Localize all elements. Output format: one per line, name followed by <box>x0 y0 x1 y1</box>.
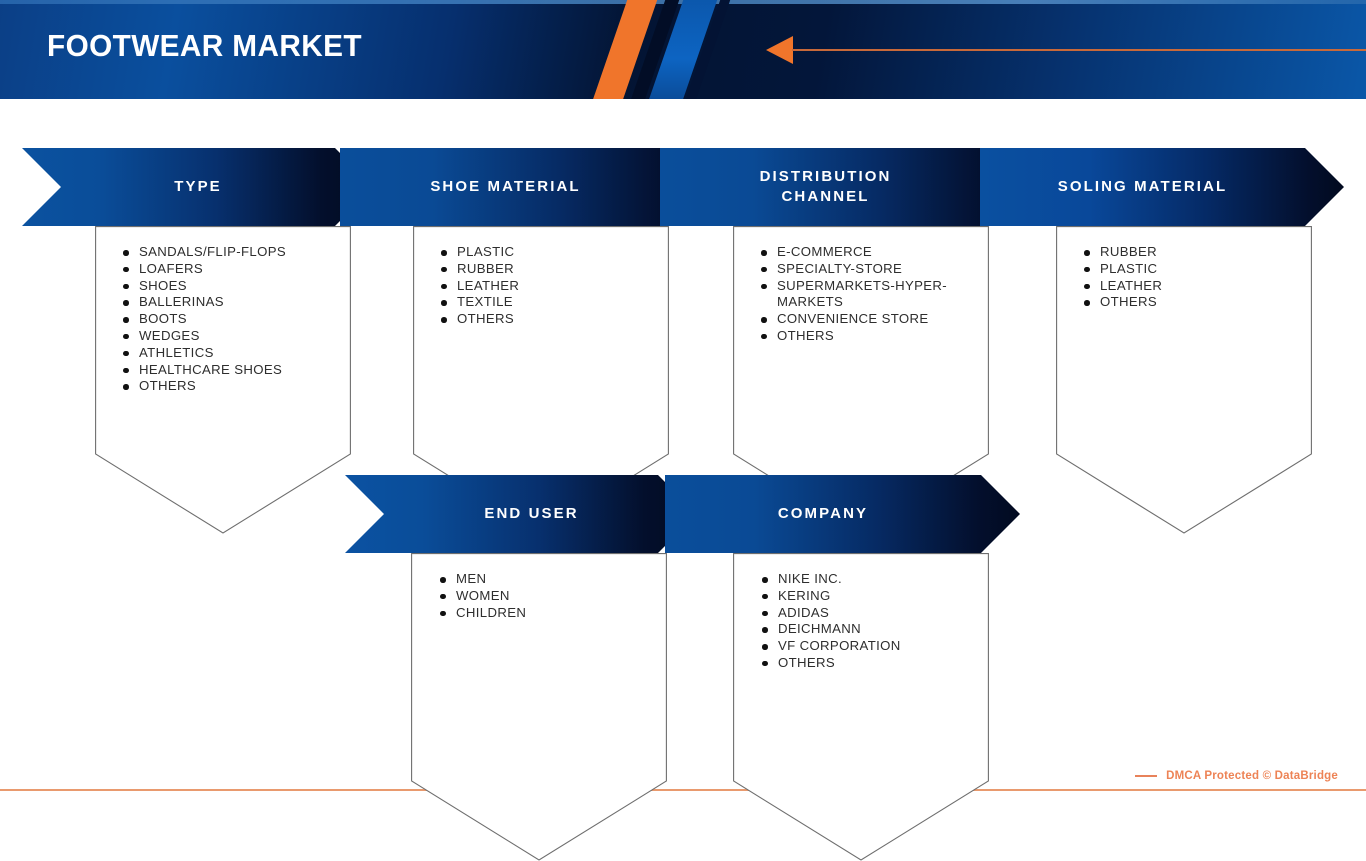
list-item: NIKE INC. <box>762 571 992 588</box>
list-item: LEATHER <box>441 278 671 295</box>
list-item: OTHERS <box>123 378 353 395</box>
list-item: KERING <box>762 588 992 605</box>
page-title: FOOTWEAR MARKET <box>47 28 362 63</box>
list-item: SANDALS/FLIP-FLOPS <box>123 244 353 261</box>
list-item: OTHERS <box>1084 294 1314 311</box>
category-banner-company[interactable]: COMPANY <box>665 475 1020 553</box>
category-banner-soling-material[interactable]: SOLING MATERIAL <box>980 148 1344 226</box>
category-banner-end-user[interactable]: END USER <box>345 475 697 553</box>
footer-credit: DMCA Protected © DataBridge <box>1135 770 1338 782</box>
category-list-end-user: MEN WOMEN CHILDREN <box>440 571 670 621</box>
list-item: BALLERINAS <box>123 294 353 311</box>
list-item: ATHLETICS <box>123 345 353 362</box>
list-item: CONVENIENCE STORE <box>761 311 991 328</box>
list-item: CHILDREN <box>440 605 670 622</box>
footer-credit-text: DMCA Protected © DataBridge <box>1166 770 1338 782</box>
list-item: SPECIALTY-STORE <box>761 261 991 278</box>
list-item: PLASTIC <box>441 244 671 261</box>
header-banner: FOOTWEAR MARKET <box>0 0 1366 99</box>
footer-divider <box>0 789 1366 791</box>
list-item: LEATHER <box>1084 278 1314 295</box>
list-item: TEXTILE <box>441 294 671 311</box>
list-item: MEN <box>440 571 670 588</box>
list-item: LOAFERS <box>123 261 353 278</box>
list-item: WEDGES <box>123 328 353 345</box>
arrow-line <box>792 49 1366 51</box>
list-item: DEICHMANN <box>762 621 992 638</box>
category-list-shoe-material: PLASTIC RUBBER LEATHER TEXTILE OTHERS <box>441 244 671 328</box>
list-item: WOMEN <box>440 588 670 605</box>
category-list-type: SANDALS/FLIP-FLOPS LOAFERS SHOES BALLERI… <box>123 244 353 395</box>
list-item: RUBBER <box>1084 244 1314 261</box>
list-item: HEALTHCARE SHOES <box>123 362 353 379</box>
list-item: VF CORPORATION <box>762 638 992 655</box>
list-item: BOOTS <box>123 311 353 328</box>
arrow-left-icon <box>766 36 793 64</box>
list-item: E-COMMERCE <box>761 244 991 261</box>
list-item: SUPERMARKETS-HYPER- MARKETS <box>761 278 991 312</box>
header-arrow-decoration <box>766 36 1366 64</box>
category-banner-distribution-channel[interactable]: DISTRIBUTION CHANNEL <box>660 148 1030 226</box>
footer-credit-dash <box>1135 775 1158 777</box>
list-item: OTHERS <box>441 311 671 328</box>
category-banner-type[interactable]: TYPE <box>22 148 374 226</box>
category-list-company: NIKE INC. KERING ADIDAS DEICHMANN VF COR… <box>762 571 992 672</box>
category-list-soling-material: RUBBER PLASTIC LEATHER OTHERS <box>1084 244 1314 311</box>
list-item: ADIDAS <box>762 605 992 622</box>
category-list-distribution-channel: E-COMMERCE SPECIALTY-STORE SUPERMARKETS-… <box>761 244 991 345</box>
list-item: RUBBER <box>441 261 671 278</box>
list-item: OTHERS <box>762 655 992 672</box>
list-item: OTHERS <box>761 328 991 345</box>
category-panel-soling-material <box>1056 226 1312 534</box>
category-banner-shoe-material[interactable]: SHOE MATERIAL <box>340 148 710 226</box>
category-panel-type <box>95 226 351 534</box>
list-item: PLASTIC <box>1084 261 1314 278</box>
list-item: SHOES <box>123 278 353 295</box>
